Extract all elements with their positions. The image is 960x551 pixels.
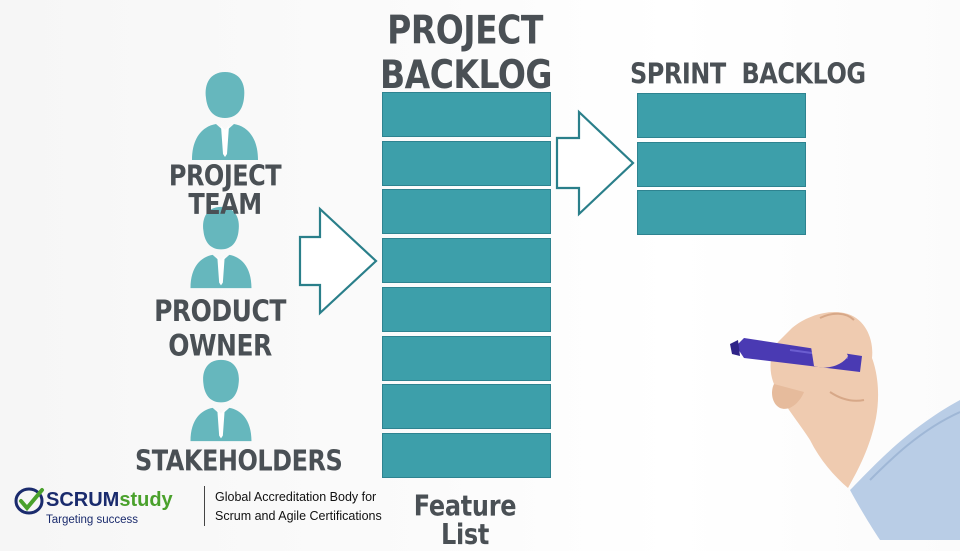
hand-with-marker-image [730,311,960,540]
check-badge-icon [14,487,44,515]
stakeholders-person-icon [190,359,252,442]
logo-tagline: Targeting success [46,514,139,526]
project-team-person-icon [192,72,258,160]
branding-text-line-1: Global Accreditation Body for [215,490,377,504]
sprint-backlog-item [637,142,806,187]
logo-scrum-text: SCRUM [46,489,120,511]
to-sprint-backlog-arrow-icon [555,109,635,217]
branding-text: Global Accreditation Body for Scrum and … [215,488,382,526]
stakeholders-label: STAKEHOLDERS [135,444,343,478]
sprint-backlog-title: SPRINT BACKLOG [630,57,866,91]
sprint-backlog-item [637,93,806,138]
branding-text-line-2: Scrum and Agile Certifications [215,509,382,523]
project-backlog-title-line-2: BACKLOG [380,51,552,98]
logo-wordmark: SCRUMstudy [46,489,173,512]
product-owner-person-icon [190,206,252,289]
feature-list-caption: Feature List [413,489,517,551]
project-backlog-item [382,92,551,137]
project-team-label: PROJECT TEAM [168,159,282,221]
project-backlog-item [382,141,551,186]
project-backlog-item [382,433,551,478]
product-owner-label-line-2: OWNER [168,328,272,363]
project-backlog-item [382,384,551,429]
project-backlog-title-line-1: PROJECT [387,6,543,53]
project-backlog-item [382,238,551,283]
project-backlog-item [382,189,551,234]
product-owner-label-line-1: PRODUCT [154,294,286,329]
sprint-backlog-item [637,190,806,235]
project-backlog-item [382,287,551,332]
branding-divider [204,486,205,526]
project-backlog-title: PROJECT BACKLOG [380,6,552,98]
product-owner-label: PRODUCT OWNER [140,294,300,362]
to-project-backlog-arrow-icon [298,206,378,316]
project-backlog-item [382,336,551,381]
logo-study-text: study [119,489,173,511]
